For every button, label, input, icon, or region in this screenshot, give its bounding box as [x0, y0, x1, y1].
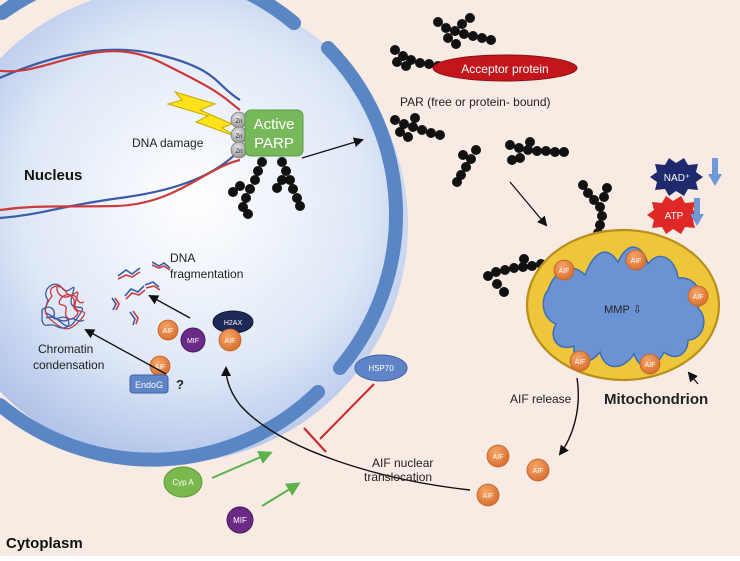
mmp-label: MMP ⇩ — [604, 304, 642, 316]
released-aif-group: AIF AIF AIF — [476, 444, 550, 507]
par-chain-icon — [390, 113, 445, 142]
par-chain-icon — [433, 13, 496, 49]
par-chain-icon — [390, 45, 443, 71]
aif-label: AIF — [533, 468, 544, 475]
dna-fragmentation-label: DNA — [170, 251, 195, 265]
nad-label: NAD⁺ — [664, 173, 690, 184]
mif-label: MIF — [187, 338, 199, 345]
par-chain-icon — [228, 157, 267, 219]
aif-circle — [476, 483, 500, 507]
aif-label: AIF — [483, 493, 494, 500]
zn-label: Zn — [235, 134, 242, 140]
cypa-label: Cyp A — [172, 478, 194, 487]
dna-double-helix — [0, 48, 241, 220]
mif-label: MIF — [233, 516, 247, 525]
aif-label: AIF — [575, 359, 586, 366]
hsp70-inhibition-line — [319, 383, 375, 440]
nucleus-label: Nucleus — [24, 167, 82, 184]
par-chain-icon — [272, 157, 305, 211]
aif-circle — [625, 249, 647, 271]
hsp70-label: HSP70 — [368, 364, 394, 373]
aif-label: AIF — [493, 454, 504, 461]
par-label: PAR (free or protein- bound) — [400, 95, 551, 109]
aif-circle — [639, 353, 661, 375]
active-parp-box: Active PARP — [244, 109, 304, 157]
cytoplasm-label: Cytoplasm — [6, 535, 83, 552]
aif-label: AIF — [631, 258, 642, 265]
endog-protein — [129, 374, 169, 394]
atp-decrease-arrow-icon — [690, 198, 704, 226]
nad-badge: NAD⁺ — [650, 158, 703, 196]
endog-label: EndoG — [135, 380, 163, 390]
mitochondrial-aif-group: AIF AIF AIF AIF AIF — [553, 249, 709, 375]
dna-fragmentation-arrow — [148, 295, 191, 319]
atp-badge: ATP — [647, 196, 700, 234]
par-chains — [228, 13, 612, 297]
par-chain-icon — [483, 254, 546, 297]
parp-to-par-arrow — [301, 137, 364, 159]
par-chain-icon — [505, 137, 569, 165]
nuclear-membrane-right — [321, 41, 404, 375]
dna-fragmentation-label: fragmentation — [170, 267, 243, 281]
condensed-chromatin — [41, 283, 86, 330]
chromatin-condensation-label: condensation — [33, 358, 104, 372]
dna-fragments — [111, 261, 171, 326]
cytoplasmic-mif: MIF — [226, 506, 254, 534]
aif-circle — [687, 285, 709, 307]
aif-label: AIF — [693, 294, 704, 301]
aif-release-label: AIF release — [510, 392, 572, 406]
nucleus — [0, 0, 408, 467]
zn-finger-domains: Zn Zn Zn — [230, 111, 248, 159]
mif-activation-arrow — [261, 482, 301, 507]
aif-release-arrow — [558, 377, 580, 456]
aif-translocation-label: AIF nuclear — [372, 456, 433, 470]
aif-circle — [569, 350, 591, 372]
mitochondrial-matrix — [542, 246, 705, 368]
nucleus-interior — [0, 0, 408, 463]
active-parp-label: PARP — [254, 135, 294, 152]
aif-label: AIF — [559, 268, 570, 275]
aif-label: AIF — [155, 364, 166, 371]
mitochondrion: MMP ⇩ — [525, 228, 721, 382]
cypa: Cyp A — [163, 466, 203, 498]
zn-label: Zn — [235, 119, 242, 125]
mitochondrion-label: Mitochondrion — [604, 391, 708, 408]
par-to-mitochondrion-arrow — [509, 181, 548, 227]
aif-circle — [526, 458, 550, 482]
atp-label: ATP — [665, 211, 684, 222]
h2ax-label: H2AX — [224, 320, 243, 327]
chromatin-condensation-label: Chromatin — [38, 342, 93, 356]
cypa-activation-arrow — [211, 450, 273, 479]
active-parp-label: Active — [254, 116, 295, 133]
aif-circle — [218, 328, 242, 352]
aif-translocation-arrow — [221, 366, 471, 491]
dna-damage-label: DNA damage — [132, 136, 204, 150]
nuclear-aif-complex: H2AX AIF MIF AIF AIF EndoG ? — [129, 310, 254, 394]
zn-label: Zn — [235, 149, 242, 155]
aif-circle — [157, 319, 179, 341]
acceptor-protein-label: Acceptor protein — [461, 62, 548, 76]
nad-decrease-arrow-icon — [708, 158, 722, 186]
nuclear-membrane-bottom — [0, 385, 325, 467]
hsp70-inhibition-bar — [303, 427, 327, 453]
aif-label: AIF — [163, 328, 174, 335]
acceptor-protein: Acceptor protein — [432, 54, 578, 82]
aif-label: AIF — [645, 362, 656, 369]
par-chain-icon — [452, 145, 481, 187]
mitochondrion-pointer-arrow — [687, 371, 699, 385]
hsp70: HSP70 — [354, 354, 408, 382]
mif-protein — [180, 327, 206, 353]
endog-question-mark: ? — [176, 377, 184, 392]
aif-circle — [486, 444, 510, 468]
aif-circle — [553, 259, 575, 281]
aif-translocation-label: translocation — [364, 470, 432, 484]
chromatin-condensation-arrow — [84, 329, 167, 375]
aif-label: AIF — [225, 338, 236, 345]
